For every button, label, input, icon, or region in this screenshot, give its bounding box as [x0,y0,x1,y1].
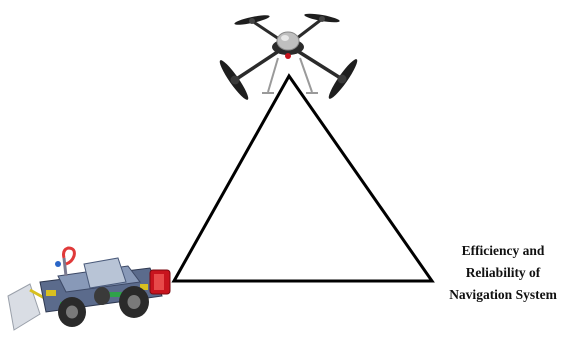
label-line-2: Reliability of [438,262,568,284]
navigation-triangle [174,76,432,281]
quadcopter-drone-icon [217,12,361,102]
efficiency-reliability-label: Efficiency and Reliability of Navigation… [438,240,568,306]
ground-rover-robot-icon [8,248,170,330]
label-line-3: Navigation System [438,284,568,306]
label-line-1: Efficiency and [438,240,568,262]
